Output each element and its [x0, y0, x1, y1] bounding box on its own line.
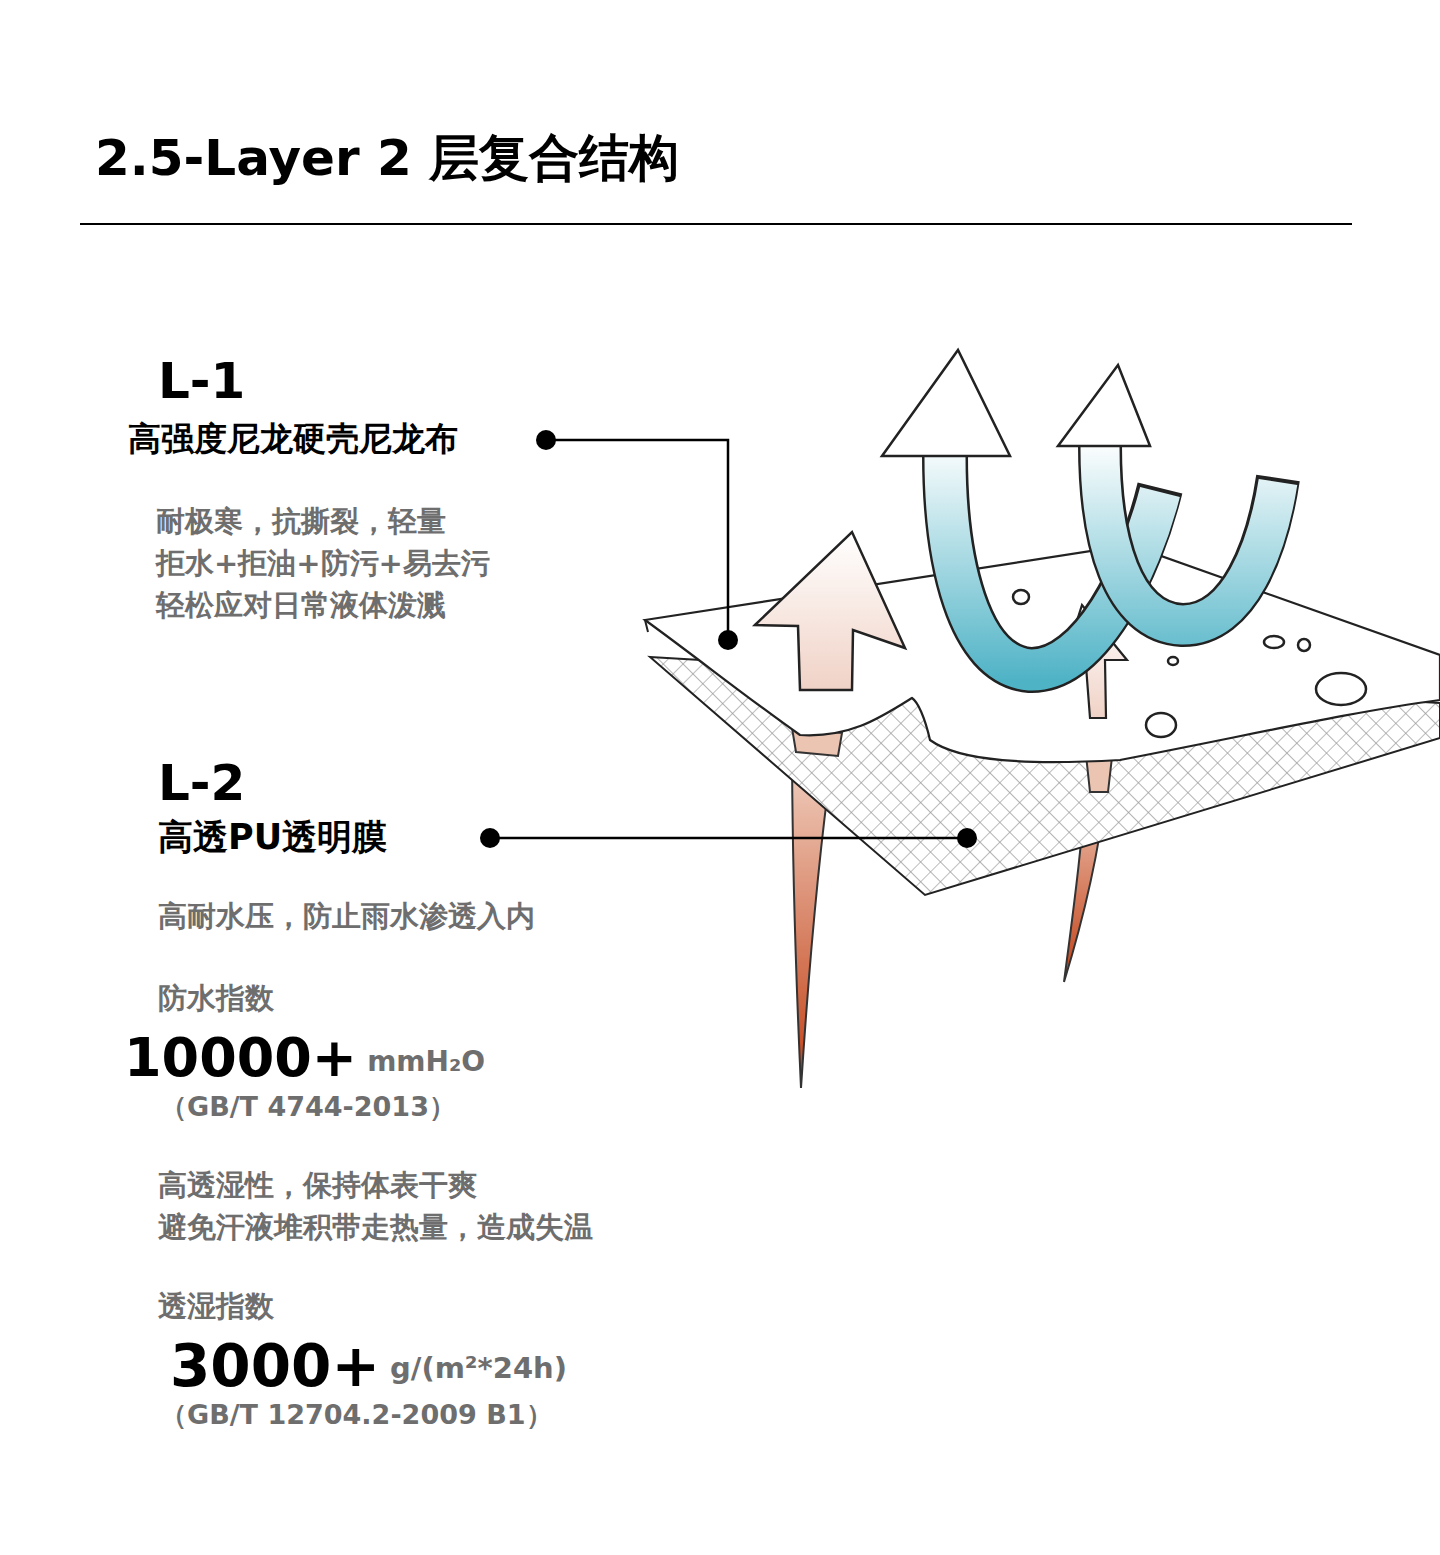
spec-heading: 透湿指数: [158, 1288, 274, 1324]
spec-value: 3000+: [170, 1330, 380, 1403]
layer-name: 高透PU透明膜: [158, 815, 387, 859]
water-repel-arrow: [882, 350, 1278, 670]
spec-value: 10000+: [124, 1024, 357, 1092]
spec-unit: mmH₂O: [367, 1044, 485, 1079]
layer-name: 高强度尼龙硬壳尼龙布: [128, 418, 458, 459]
vapor-arrow: [755, 532, 905, 690]
spec-heading: 防水指数: [158, 980, 274, 1016]
layer-description: 高耐水压，防止雨水渗透入内: [158, 898, 535, 934]
layer-number: L-1: [158, 350, 245, 413]
layer-number: L-2: [158, 752, 245, 815]
layer-description: 高透湿性，保持体表干爽 避免汗液堆积带走热量，造成失温: [158, 1164, 678, 1248]
spec-unit: g/(m²*24h): [390, 1350, 567, 1386]
spec-standard: （GB/T 12704.2-2009 B1）: [160, 1398, 553, 1432]
leader-line: [480, 430, 977, 848]
spec-standard: （GB/T 4744-2013）: [160, 1090, 456, 1124]
page-title: 2.5-Layer 2 层复合结构: [95, 126, 679, 190]
layer-description: 耐极寒，抗撕裂，轻量 拒水+拒油+防污+易去污 轻松应对日常液体泼溅: [156, 500, 676, 626]
title-rule: [80, 223, 1352, 225]
